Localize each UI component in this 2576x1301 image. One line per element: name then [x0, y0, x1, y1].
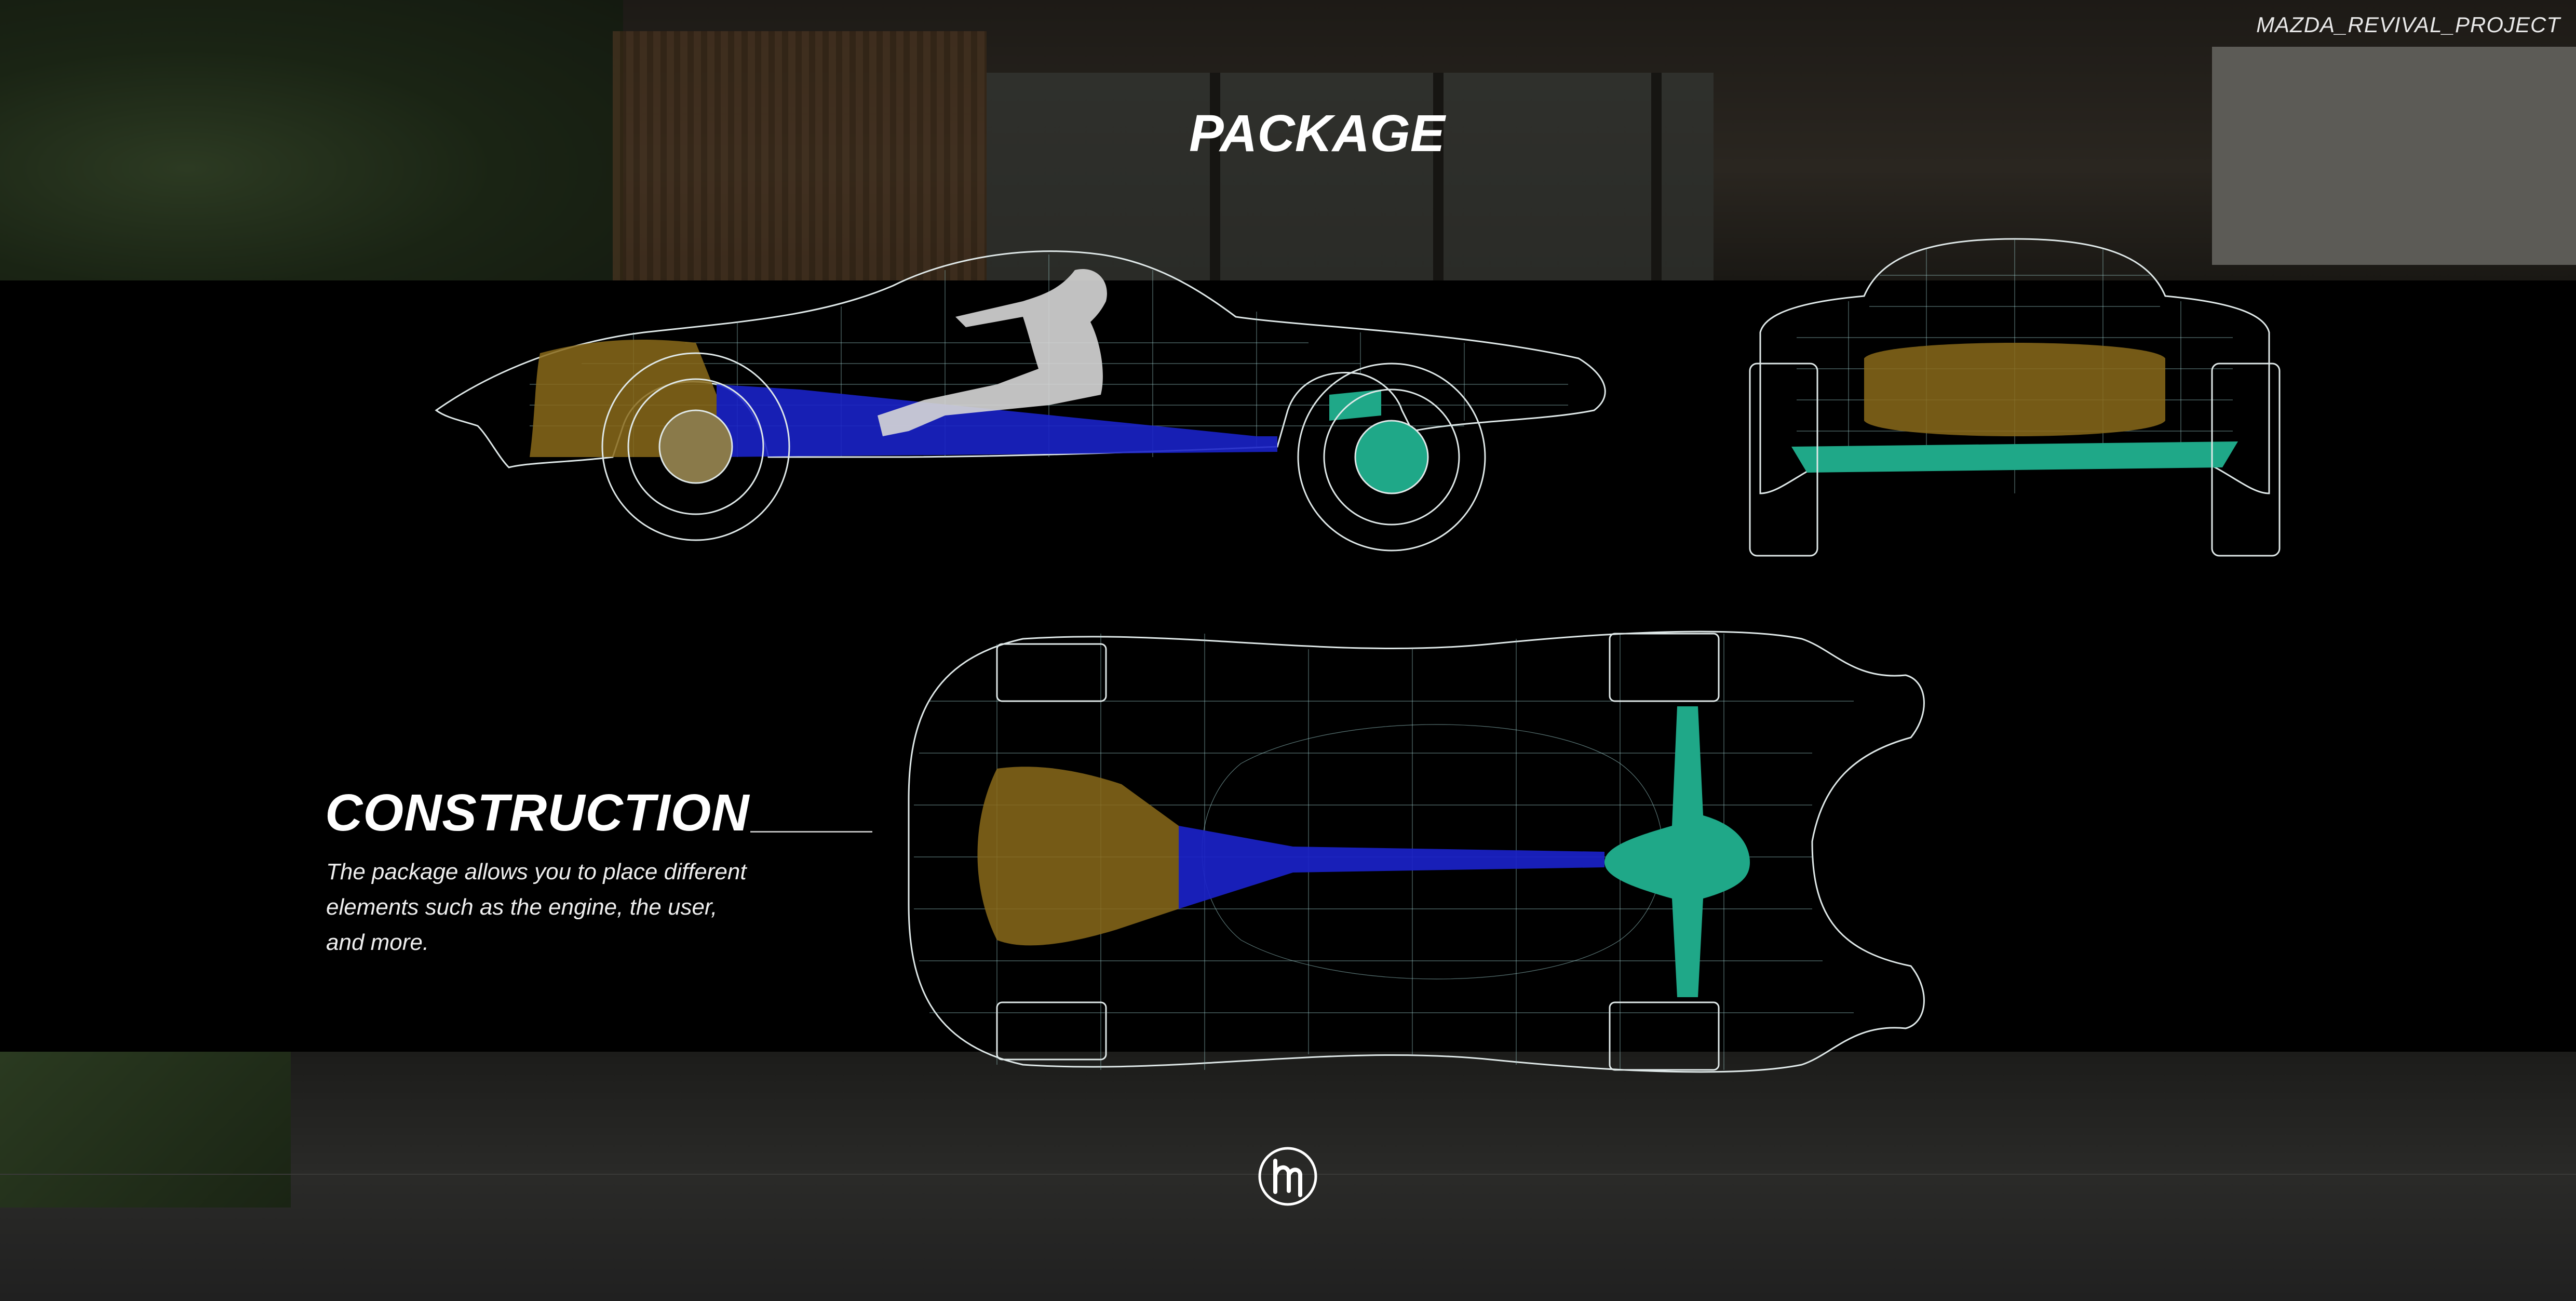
construction-heading: CONSTRUCTION [325, 784, 750, 842]
rear-axle-rear [1791, 441, 2238, 473]
glass-divider [1210, 73, 1220, 280]
driveshaft-side [717, 384, 1277, 457]
background-wood-wall [613, 31, 987, 280]
callout-leader-line [750, 831, 872, 833]
background-trees [0, 0, 623, 280]
page-title: PACKAGE [1189, 104, 1445, 163]
rear-axle-side [1329, 390, 1381, 421]
background-grass [0, 1052, 291, 1208]
engine-block-top [977, 767, 1179, 946]
rear-hub-side [1354, 420, 1429, 494]
top-view-wireframe [908, 631, 1925, 1073]
front-hub-side [658, 409, 733, 484]
driver-figure [878, 269, 1107, 436]
rear-view-wireframe [1749, 238, 2281, 557]
background-glass-wall [987, 73, 1714, 280]
glass-divider [1433, 73, 1444, 280]
rear-axle-top [1604, 706, 1750, 997]
construction-description: The package allows you to place differen… [326, 859, 747, 956]
driveshaft-top [1179, 826, 1604, 909]
glass-divider [1651, 73, 1662, 280]
mazda-logo-icon [1258, 1147, 1317, 1206]
engine-block-rear [1864, 343, 2165, 436]
background-concrete-slab [2212, 47, 2576, 265]
side-view-wireframe [435, 250, 1606, 552]
project-label: MAZDA_REVIVAL_PROJECT [2256, 12, 2560, 37]
top-body [908, 631, 1925, 1073]
